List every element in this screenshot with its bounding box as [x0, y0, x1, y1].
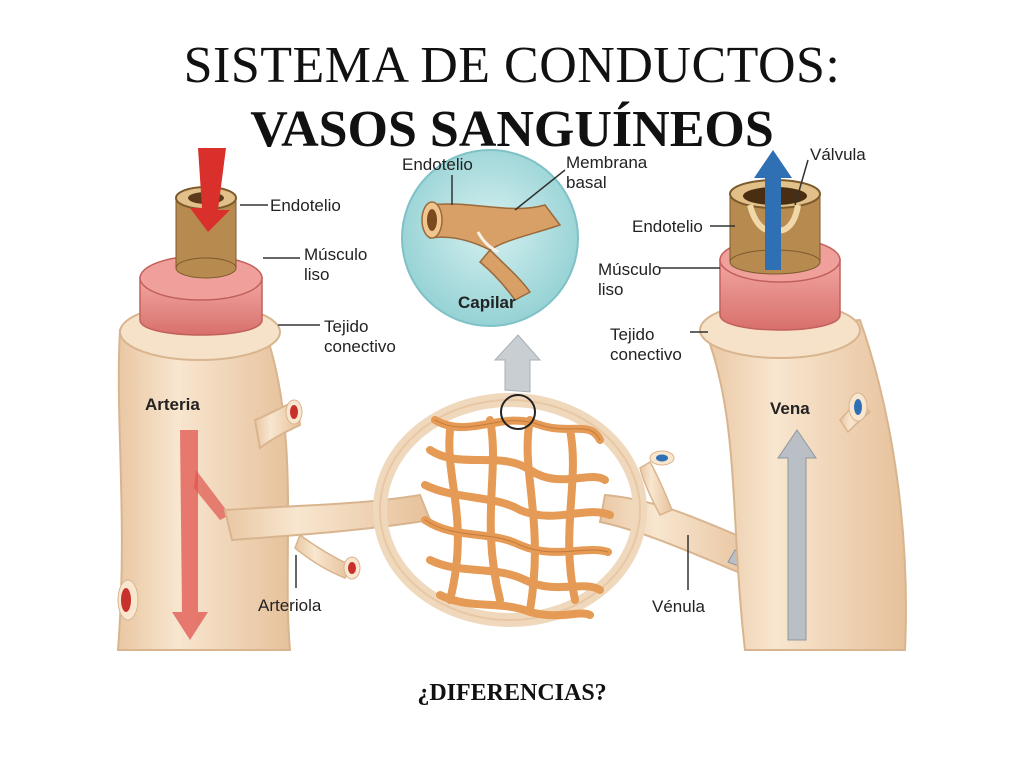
label-capilar-membrana: Membrana [566, 153, 648, 172]
label-artery-musculo: Músculo [304, 245, 367, 264]
title-line-1: SISTEMA DE CONDUCTOS: [183, 37, 841, 94]
label-vena: Vena [770, 399, 810, 418]
artery-flow-arrow [172, 430, 208, 640]
label-arteriola: Arteriola [258, 596, 322, 615]
question-text: ¿DIFERENCIAS? [417, 680, 607, 706]
label-capilar-basal: basal [566, 173, 607, 192]
leader-lines [240, 159, 809, 590]
label-artery-endotelio: Endotelio [270, 196, 341, 215]
label-artery-conectivo: conectivo [324, 337, 396, 356]
zoom-arrow [493, 334, 542, 393]
label-capilar: Capilar [458, 293, 516, 312]
label-vein-musculo: Músculo [598, 260, 661, 279]
capillary-highlight-circle [500, 394, 536, 430]
label-capilar-endotelio: Endotelio [402, 155, 473, 174]
label-vein-conectivo: conectivo [610, 345, 682, 364]
artery-inflow-arrow [190, 148, 230, 232]
label-vein-liso: liso [598, 280, 624, 299]
capillary-bed [373, 334, 647, 627]
label-vein-valvula: Válvula [810, 145, 866, 164]
label-artery-liso: liso [304, 265, 330, 284]
vein [699, 150, 907, 651]
artery [116, 148, 303, 651]
vein-outflow-arrow [754, 150, 792, 270]
label-vein-endotelio: Endotelio [632, 217, 703, 236]
label-artery-tejido: Tejido [324, 317, 368, 336]
vein-flow-arrow [777, 429, 817, 641]
label-vein-tejido: Tejido [610, 325, 654, 344]
label-arteria: Arteria [145, 395, 200, 414]
title-line-2: VASOS SANGUÍNEOS [250, 101, 774, 158]
label-venula: Vénula [652, 597, 705, 616]
